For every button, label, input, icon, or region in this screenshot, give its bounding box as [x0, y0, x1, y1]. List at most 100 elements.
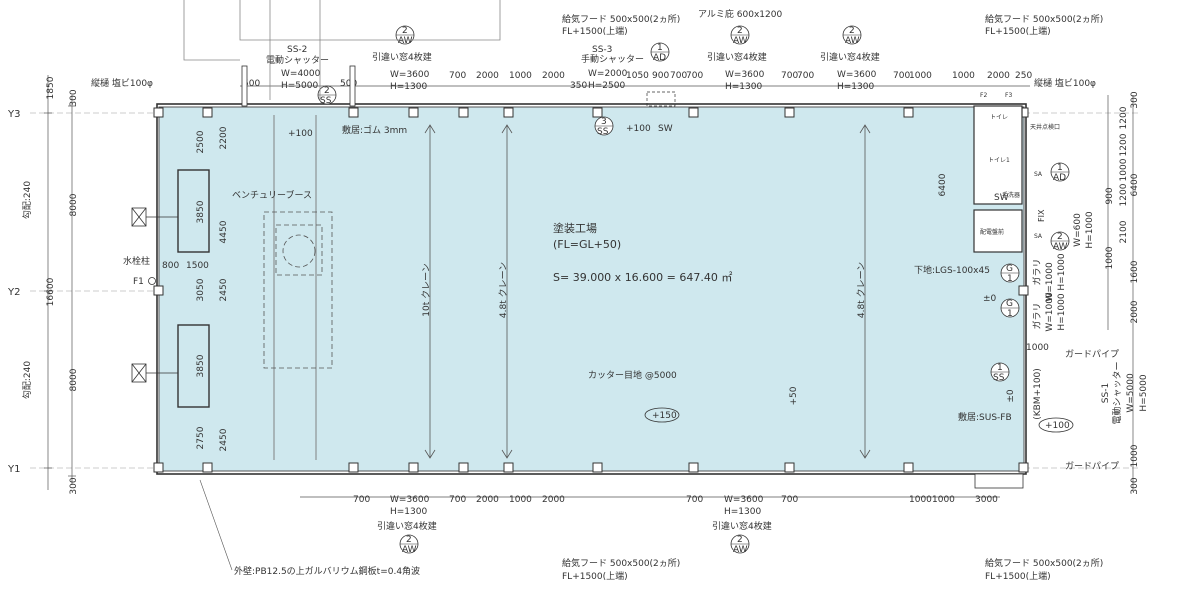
hood-top-left-fl: FL+1500(上端)	[562, 25, 628, 37]
window-bottom-2: W=3600 H=1300 引違い窓4枚建 2 AW	[712, 495, 772, 555]
sa-label-2: SA	[1034, 233, 1043, 240]
wb2-tag-num: 2	[737, 535, 743, 545]
dim-right-1200b: 1200	[1119, 133, 1129, 156]
dim-bot-3000: 3000	[975, 495, 998, 505]
hood-bottom-left-fl: FL+1500(上端)	[562, 570, 628, 582]
hood-bottom-right-label: 給気フード 500x500(2ヵ所)	[985, 557, 1103, 569]
dim-top-900: 900	[652, 71, 669, 81]
dim-left-300-bottom: 300	[69, 477, 79, 494]
dim-right-2100: 2100	[1119, 220, 1129, 243]
wb2-label: 引違い窓4枚建	[712, 520, 772, 532]
hydrant-label: 水栓柱	[123, 255, 150, 267]
dim-right-300-bottom: 300	[1130, 477, 1140, 494]
dim-left-8000-bottom: 8000	[69, 368, 79, 391]
venturi-booth-label: ベンチュリーブース	[232, 189, 312, 201]
booth-dim-2450-bottom: 2450	[219, 428, 229, 451]
ss1-w: W=5000	[1126, 373, 1136, 413]
dim-top-700d: 700	[781, 71, 798, 81]
crane-label-2: 4.8t クレーン	[498, 262, 509, 318]
wr-tag-num: 2	[1057, 232, 1063, 242]
wb2-w: W=3600	[724, 495, 764, 505]
dim-top-700a: 700	[449, 71, 466, 81]
floor-finish-sus: 敷居:SUS-FB	[958, 411, 1012, 423]
dim-right-6400-inner: 6400	[938, 173, 948, 196]
hydrant-f1: F1	[133, 277, 144, 287]
wb2-tag-type: AW	[733, 545, 748, 555]
adjacent-building-outline	[183, 0, 501, 100]
room-switch-label: 配電盤前	[980, 228, 1004, 236]
w3-w: W=3600	[837, 70, 877, 80]
dim-bot-700a: 700	[353, 495, 370, 505]
dim-top-700e: 700	[797, 71, 814, 81]
booth-dim-2750: 2750	[196, 426, 206, 449]
dim-top-700f: 700	[893, 71, 910, 81]
dim-top-1000b: 1000	[909, 71, 932, 81]
wall-note: 外壁:PB12.5の上ガルバリウム鋼板t=0.4角波	[234, 565, 420, 577]
shutter-ss3: SS-3 手動シャッター W=2000 H=2500 3 SS	[581, 45, 644, 137]
w3-h: H=1300	[837, 82, 874, 92]
axis-label-y1: Y1	[7, 464, 20, 475]
g1b-tag-num: 1	[1007, 309, 1013, 319]
wr-tag-type: AW	[1053, 242, 1068, 252]
dim-right-1200a: 1200	[1119, 106, 1129, 129]
window-top-3: 2 AW 引違い窓4枚建 W=3600 H=1300	[820, 25, 880, 92]
crane-arrows	[424, 124, 871, 459]
floor-slab	[158, 106, 1025, 472]
door-ad-right: 1 AD W=600 H=1000	[1050, 162, 1095, 249]
door-ad-top: 1 AD	[646, 42, 676, 107]
wb2-h: H=1300	[724, 507, 761, 517]
dim-right-1600: 1600	[1130, 260, 1140, 283]
sa-label-1: SA	[1034, 171, 1043, 178]
alumi-canopy: アルミ庇 600x1200	[698, 8, 782, 20]
w3-label: 引違い窓4枚建	[820, 51, 880, 63]
window-bottom-1: W=3600 H=1300 引違い窓4枚建 2 AW	[377, 495, 437, 555]
ss2-tag-num: 2	[324, 86, 330, 96]
ss3-w: W=2000	[588, 69, 628, 79]
booth-dim-3850-top: 3850	[196, 200, 206, 223]
level-zero-2: ±0	[1006, 389, 1016, 403]
crane-label-1: 10t クレーン	[421, 263, 432, 316]
booth-dim-2500: 2500	[196, 130, 206, 153]
glass-g1-b: G 1	[1000, 298, 1020, 319]
dim-top-2000c: 2000	[987, 71, 1010, 81]
dim-bot-1000b: 1000	[909, 495, 932, 505]
dim-left-300-top: 300	[69, 89, 79, 106]
ss3-tag-type: SS	[597, 127, 609, 137]
axis-label-y3: Y3	[7, 109, 20, 120]
dim-bot-700d: 700	[781, 495, 798, 505]
level-zero-1: ±0	[983, 294, 997, 304]
dim-right-1000c: 1000	[1130, 444, 1140, 467]
glass-h-1: H=1000	[1057, 253, 1067, 290]
dim-top-250: 250	[1015, 71, 1032, 81]
w1-label: 引違い窓4枚建	[372, 51, 432, 63]
dim-bot-2000a: 2000	[476, 495, 499, 505]
dim-top-700c: 700	[686, 71, 703, 81]
slope-label-bottom: 勾配:240	[21, 361, 33, 399]
ss1-h: H=5000	[1139, 374, 1149, 411]
ad2-tag-num: 1	[1057, 163, 1063, 173]
right-dimension-lines	[1107, 95, 1134, 490]
glass-g1-a: G 1	[1000, 263, 1020, 284]
ss3-h: H=2500	[588, 81, 625, 91]
dim-bot-1000: 1000	[509, 495, 532, 505]
dim-top-1050: 1050	[626, 71, 649, 81]
booth-dim-800: 800	[162, 261, 179, 271]
w3-tag-num: 2	[849, 26, 855, 36]
level-plus100-right: +100	[1045, 421, 1070, 431]
exhaust-units	[131, 207, 178, 383]
bottom-dimensions: 700 700 2000 1000 2000 700 700 1000 1000…	[353, 495, 998, 505]
ss1-code: SS-1	[1101, 383, 1111, 403]
top-dimensions: 500 500 700 2000 1000 2000 350 1050 900 …	[243, 71, 1032, 91]
room-name: 塗装工場	[553, 221, 597, 235]
ss3-code: SS-3	[592, 45, 612, 55]
dim-top-350: 350	[570, 81, 587, 91]
ss3-tag-num: 3	[601, 117, 607, 127]
kbm-label: (KBM+100)	[1033, 368, 1043, 420]
ad1-tag-type: AD	[653, 53, 666, 63]
joint-note: カッター目地 @5000	[588, 369, 677, 381]
downspout-right: 縦樋 塩ビ100φ	[1034, 77, 1096, 89]
w2-label: 引違い窓4枚建	[707, 51, 767, 63]
w2-w: W=3600	[725, 70, 765, 80]
axis-label-y2: Y2	[7, 287, 20, 298]
booth-boxes	[177, 169, 210, 408]
